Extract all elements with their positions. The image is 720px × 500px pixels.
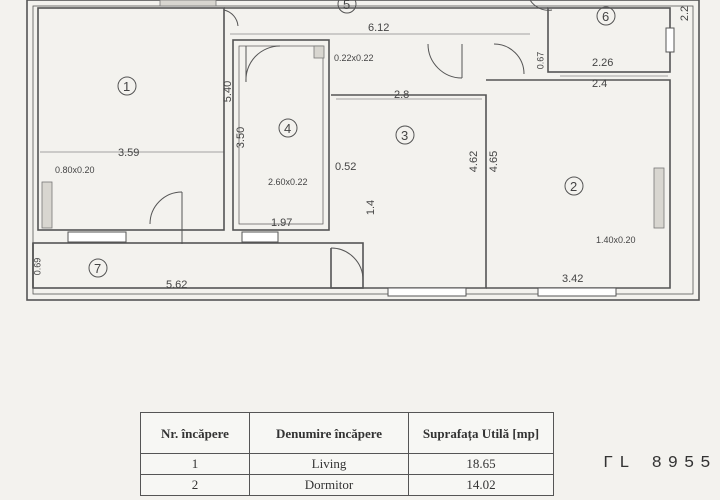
room-1-outline: [37, 7, 225, 231]
row-name: Living: [249, 453, 409, 475]
room-number-2: 2: [570, 179, 578, 194]
table-row: 1 Living 18.65: [140, 453, 554, 475]
room-6-circle: [596, 6, 616, 26]
room-7-circle: [88, 258, 108, 278]
outer-wall: [26, 0, 700, 301]
dim-hallway-width: 6.12: [368, 22, 390, 34]
room-number-1: 1: [123, 79, 131, 94]
room-3-circle: [395, 125, 415, 145]
row-name: Dormitor: [249, 474, 409, 496]
room-2-circle: [564, 176, 584, 196]
dim-room6-width: 2.26: [592, 57, 614, 69]
room-table: Nr. încăpere Denumire încăpere Suprafața…: [140, 412, 554, 496]
header-nr: Nr. încăpere: [140, 412, 250, 454]
dim-room4-chimney: 2.60x0.22: [268, 177, 308, 187]
dim-room6-height: 2.2: [679, 5, 692, 22]
row-area: 14.02: [408, 474, 554, 496]
room-1-circle: [117, 76, 137, 96]
dim-chimney-2: 1.40x0.20: [596, 235, 636, 245]
floor-plan: [26, 0, 700, 301]
room-7-outline: [32, 242, 364, 289]
dim-room4-height: 3.50: [235, 126, 248, 149]
table-row: 2 Dormitor 14.02: [140, 474, 554, 496]
room-number-6: 6: [602, 9, 610, 24]
header-name: Denumire încăpere: [249, 412, 409, 454]
dim-067: 0.67: [535, 51, 546, 70]
room-2-outline: [486, 79, 671, 289]
dim-052: 0.52: [335, 161, 357, 173]
room-4-outline: [232, 39, 330, 231]
dim-chimney-1: 0.80x0.20: [55, 165, 95, 175]
dim-room2-width: 3.42: [562, 273, 584, 285]
reference-stamp: ΓL 8955: [603, 454, 717, 473]
header-area: Suprafața Utilă [mp]: [408, 412, 554, 454]
room-4-circle: [278, 118, 298, 138]
room-5-circle: [337, 0, 357, 14]
dim-room4-width: 1.97: [271, 217, 293, 229]
dim-room1-width: 3.59: [118, 147, 140, 159]
dim-balcony-width: 5.62: [166, 279, 188, 291]
row-area: 18.65: [408, 453, 554, 475]
row-nr: 2: [140, 474, 250, 496]
dim-room1-height: 5.40: [222, 80, 235, 103]
dim-14: 1.4: [365, 199, 378, 216]
room-3-outline: [330, 94, 487, 289]
dim-069: 0.69: [32, 257, 43, 276]
dim-shaft: 0.22x0.22: [334, 53, 374, 63]
dim-room3-height: 4.62: [468, 150, 481, 173]
room-number-5: 5: [343, 0, 351, 12]
room-number-7: 7: [94, 261, 102, 276]
row-nr: 1: [140, 453, 250, 475]
dim-room2-width-top: 2.4: [592, 78, 608, 90]
dim-room3-width: 2.8: [394, 89, 410, 101]
dim-room2-height: 4.65: [488, 150, 501, 173]
room-number-4: 4: [284, 121, 292, 136]
room-number-3: 3: [401, 128, 409, 143]
